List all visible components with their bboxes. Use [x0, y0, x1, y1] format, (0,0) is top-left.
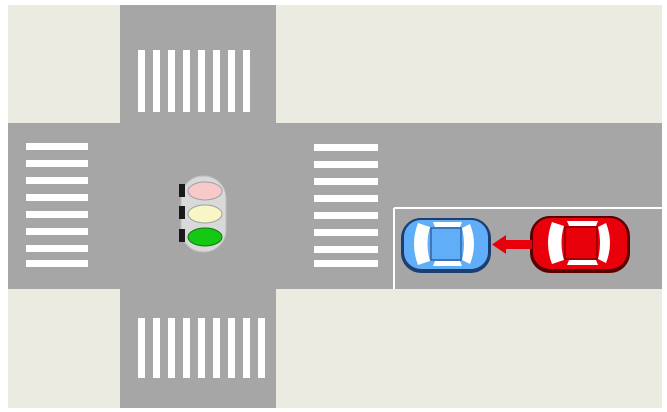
blue-car-roof [430, 227, 462, 261]
red-car [530, 216, 630, 273]
red-car-side-window-bottom [567, 260, 598, 265]
blue-car-side-window-top [433, 222, 462, 227]
crosswalk-east [314, 144, 378, 267]
blue-car [401, 218, 491, 273]
red-car-side-window-top [567, 221, 598, 226]
traffic-light-bracket-bottom [179, 229, 185, 242]
traffic-light-bracket-middle [179, 206, 185, 219]
movement-arrow [492, 235, 532, 254]
arrow-shaft [504, 240, 532, 249]
red-car-windshield [548, 222, 564, 264]
red-lamp [187, 181, 223, 201]
yellow-lamp [187, 204, 223, 224]
traffic-light-bracket-top [179, 184, 185, 197]
crosswalk-south [138, 318, 265, 378]
traffic-light [179, 175, 227, 253]
red-car-rear-window [598, 223, 610, 263]
green-lamp [187, 227, 223, 247]
blue-car-rear-window [462, 224, 474, 264]
blue-car-side-window-bottom [433, 261, 462, 266]
arrow-head [492, 235, 506, 254]
blue-car-windshield [414, 223, 430, 265]
red-car-roof [564, 226, 598, 260]
crosswalk-north [138, 50, 250, 112]
crosswalk-west [26, 143, 88, 267]
